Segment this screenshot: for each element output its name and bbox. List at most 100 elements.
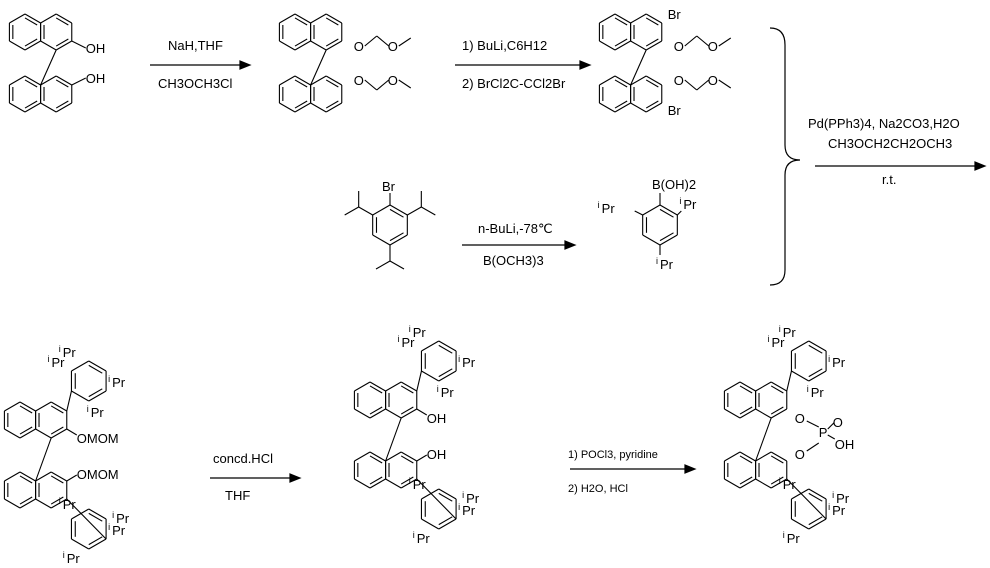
atom-label: OH (86, 41, 106, 56)
atom-label: Pr (116, 511, 130, 526)
atom-label: Pr (441, 385, 455, 400)
atom-label: OH (427, 411, 447, 426)
bond (294, 17, 308, 26)
bond (354, 478, 371, 489)
bond (369, 385, 383, 394)
molecule-structures (3, 13, 836, 550)
bond (375, 260, 391, 270)
bond (770, 451, 788, 462)
bond (599, 75, 616, 86)
bond (438, 368, 453, 378)
bond (40, 102, 57, 113)
bond (294, 75, 311, 86)
bond (55, 40, 73, 51)
atom-label: i (409, 324, 411, 334)
arrowhead (974, 161, 987, 171)
atom-label: i (779, 324, 781, 334)
bond (739, 476, 753, 485)
bond (279, 13, 296, 24)
atom-label: i (767, 334, 769, 344)
bond (55, 100, 69, 109)
atom-label: B(OH)2 (652, 177, 696, 192)
atom-label: OH (835, 437, 855, 452)
atom-label: Pr (462, 355, 476, 370)
atom-label: i (108, 374, 110, 384)
bond (724, 451, 741, 462)
atom-label: i (112, 510, 114, 520)
atom-label: i (437, 384, 439, 394)
bond (369, 381, 386, 392)
atom-label: Pr (91, 405, 105, 420)
bond (739, 381, 756, 392)
bond (389, 204, 408, 216)
bond (279, 102, 296, 113)
bond (376, 79, 390, 91)
bond (770, 455, 784, 464)
atom-label: O (795, 411, 805, 426)
bond (358, 206, 373, 216)
atom-label: i (656, 256, 658, 266)
bond (71, 40, 87, 49)
bond (614, 13, 631, 24)
bond (369, 478, 386, 489)
bond (755, 381, 772, 392)
bond (400, 451, 418, 462)
bond (9, 40, 26, 51)
bond (35, 428, 52, 439)
bond (739, 451, 756, 462)
bond (696, 35, 710, 47)
bond (325, 79, 339, 88)
bond (19, 471, 36, 482)
bond (369, 408, 386, 419)
arrowhead (564, 240, 577, 250)
bond (421, 518, 440, 530)
bond (9, 13, 26, 24)
bond (24, 75, 41, 86)
atom-label: Br (668, 7, 682, 22)
atom-label: O (674, 73, 684, 88)
atom-label: Pr (462, 503, 476, 518)
bond (50, 471, 68, 482)
bond (400, 478, 418, 489)
bond (310, 75, 327, 86)
bond (791, 488, 810, 500)
atom-label: i (47, 354, 49, 364)
bond (364, 79, 378, 91)
atom-label: O (708, 39, 718, 54)
atom-label: Pr (417, 531, 431, 546)
atom-label: Pr (401, 335, 415, 350)
bond (88, 364, 103, 374)
bond (385, 408, 402, 419)
bond (684, 35, 698, 47)
bond (389, 208, 404, 218)
bond (827, 434, 836, 440)
bond (40, 49, 57, 86)
atom-label: Pr (602, 201, 616, 216)
arrows (150, 27, 987, 483)
bond (791, 370, 810, 382)
bond (294, 102, 311, 113)
bond (71, 360, 90, 372)
bond (808, 516, 823, 526)
bond (645, 38, 659, 47)
atom-label: i (458, 502, 460, 512)
bond (659, 234, 678, 246)
bond (50, 405, 64, 414)
atom-label: Pr (63, 345, 77, 360)
bond (4, 428, 21, 439)
bond (19, 405, 33, 414)
bond (19, 475, 33, 484)
bond (614, 79, 628, 88)
bond (645, 100, 659, 109)
bond (354, 451, 371, 462)
bond (325, 102, 343, 113)
bond (372, 204, 391, 216)
bond (385, 417, 402, 462)
bond (645, 13, 663, 24)
bond (66, 428, 78, 436)
bond (645, 17, 659, 26)
bond (724, 381, 741, 392)
bond (354, 408, 371, 419)
